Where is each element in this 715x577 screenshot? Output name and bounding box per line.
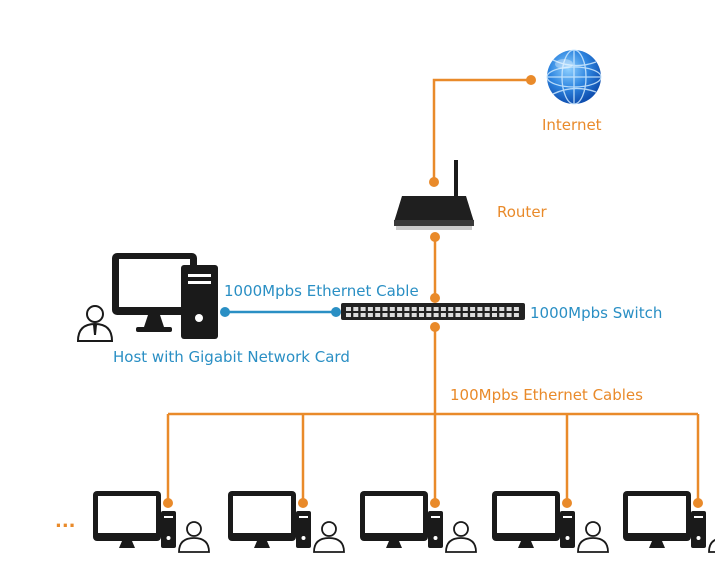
dot-host-pc [220,307,230,317]
monitor-icon [360,491,428,548]
dot-router-top [429,177,439,187]
dot-client [693,498,703,508]
monitor-icon [228,491,296,548]
dot-client [562,498,572,508]
user-icon [313,521,345,553]
dot-router-bottom [430,232,440,242]
user-icon [178,521,210,553]
dot-switch-top [430,293,440,303]
client-workstation [623,491,715,553]
host-cable-label: 1000Mpbs Ethernet Cable [224,282,419,300]
client-workstation [228,491,345,553]
dot-host-switch [331,307,341,317]
internet-label: Internet [542,116,602,134]
user-icon [76,305,114,342]
tower-icon [428,511,443,548]
monitor-icon [623,491,691,548]
router-icon [394,160,474,230]
client-workstation [492,491,609,553]
dot-client [298,498,308,508]
switch-icon [341,303,525,320]
switch-label: 1000Mpbs Switch [530,304,662,322]
router-label: Router [497,203,548,221]
globe-icon [546,49,602,105]
client-workstation [93,491,210,553]
tower-icon [161,511,176,548]
dot-internet [526,75,536,85]
client-workstation [360,491,477,553]
monitor-icon [492,491,560,548]
user-icon [445,521,477,553]
client-cables-label: 100Mpbs Ethernet Cables [450,386,643,404]
connection-dots [220,75,536,332]
more-clients-ellipsis: ... [55,511,76,532]
dot-client [163,498,173,508]
internet-router-cable [432,78,531,182]
client-connection-dots [163,498,703,508]
host-label: Host with Gigabit Network Card [113,348,350,366]
dot-switch-bottom [430,322,440,332]
tower-icon [691,511,706,548]
user-icon [577,521,609,553]
desktop-computer-icon [112,253,218,339]
tower-icon [560,511,575,548]
monitor-icon [93,491,161,548]
client-workstations [93,491,715,553]
connection-lines [166,78,700,503]
dot-client [430,498,440,508]
user-icon [708,538,715,553]
tower-icon [296,511,311,548]
